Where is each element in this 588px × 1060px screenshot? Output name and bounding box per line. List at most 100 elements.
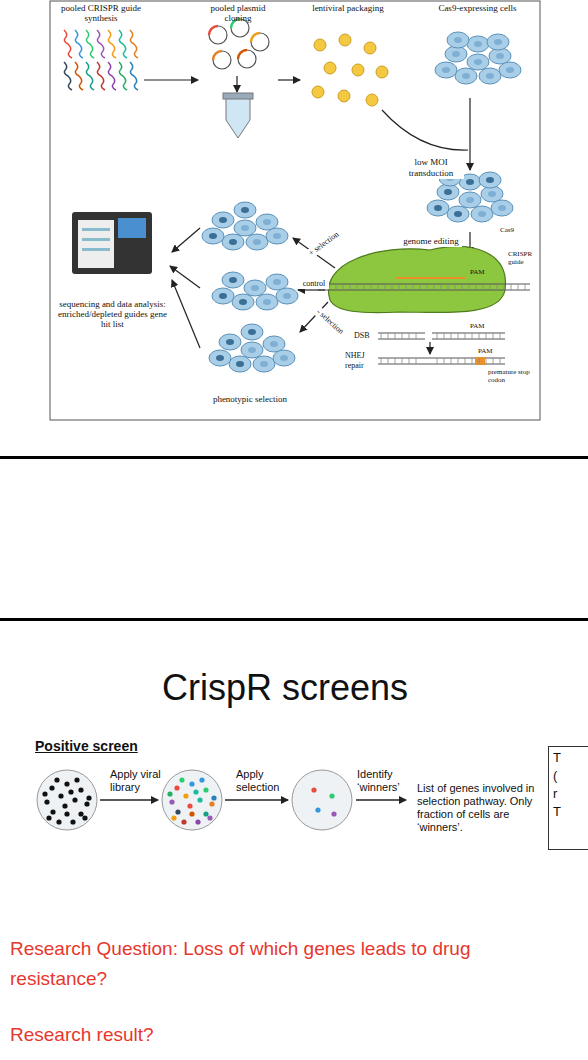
dna-rung <box>500 333 501 339</box>
guide-strand <box>75 62 83 90</box>
cell <box>234 220 256 236</box>
step-caption: pooled CRISPR guide synthesis <box>60 3 142 23</box>
sequencer-slot <box>82 248 110 251</box>
nucleus <box>239 299 247 305</box>
cropped-text: ( <box>553 767 588 785</box>
dna-rung <box>490 284 491 290</box>
cell-dot <box>74 777 79 782</box>
dna-rung <box>395 333 396 339</box>
plasmid-insert <box>251 33 260 42</box>
cell <box>212 212 234 228</box>
nucleus <box>229 277 237 283</box>
nucleus <box>219 217 227 223</box>
dna-rung <box>493 358 494 364</box>
divider-bar <box>0 618 588 621</box>
cell <box>487 34 509 50</box>
cell <box>256 214 278 230</box>
connector <box>144 79 198 80</box>
step-panel: pooled plasmid cloning <box>198 2 278 140</box>
cell-dot <box>84 801 89 806</box>
cell-dot <box>311 787 316 792</box>
cell <box>447 206 469 222</box>
nucleus <box>251 285 259 291</box>
nucleus <box>506 67 514 73</box>
cell <box>479 68 501 84</box>
cell <box>241 342 263 358</box>
connector <box>170 266 200 288</box>
dna-rung <box>357 284 358 290</box>
cropped-text: r <box>553 785 588 803</box>
nucleus <box>216 355 224 361</box>
cell-dot <box>174 785 179 790</box>
nucleus <box>494 39 502 45</box>
dna-rung <box>486 358 487 364</box>
nucleus <box>236 361 244 367</box>
cropped-box: T(rT <box>548 746 588 850</box>
nucleus <box>444 189 452 195</box>
dna-rung <box>402 358 403 364</box>
cell <box>241 324 263 340</box>
cell-dot <box>72 797 77 802</box>
nucleus <box>219 293 227 299</box>
nucleus <box>226 339 234 345</box>
cell-dot <box>209 801 214 806</box>
petri-dish <box>162 770 222 830</box>
nucleus <box>248 347 256 353</box>
sequencer-slot <box>82 238 110 241</box>
tube-cap <box>223 93 253 99</box>
nucleus <box>253 239 261 245</box>
dna-rung <box>448 284 449 290</box>
cell <box>202 228 224 244</box>
dna-strand <box>432 333 505 334</box>
arrow <box>298 289 325 290</box>
nucleus <box>454 211 462 217</box>
cropped-text: T <box>553 749 588 767</box>
cell-dot <box>181 819 186 824</box>
note-text: List of genes involved in selection path… <box>417 782 543 834</box>
arrow <box>100 799 158 801</box>
cell <box>232 294 254 310</box>
cell <box>263 336 285 352</box>
cell <box>219 334 241 350</box>
guide-strand <box>64 62 72 90</box>
connector <box>278 79 300 80</box>
cell-dot <box>70 819 75 824</box>
dna-rung <box>476 284 477 290</box>
dna-rung <box>479 358 480 364</box>
step-caption: Cas9-expressing cells <box>417 3 538 13</box>
arrow <box>225 799 288 801</box>
dna-rung <box>406 284 407 290</box>
nucleus <box>452 51 460 57</box>
dna-rung <box>392 284 393 290</box>
cell-dot <box>56 819 61 824</box>
dna-rung <box>427 284 428 290</box>
step-panel: Cas9-expressing cells <box>415 2 540 96</box>
cell-dot <box>82 815 87 820</box>
cell-dot <box>329 793 334 798</box>
dna-rung <box>343 284 344 290</box>
dna-rung <box>416 333 417 339</box>
nucleus <box>273 279 281 285</box>
dna-rung <box>381 358 382 364</box>
part-label: PAM <box>478 347 498 355</box>
cell-dot <box>189 781 194 786</box>
dna-rung <box>402 333 403 339</box>
cell-dot <box>207 815 212 820</box>
guide-strand <box>130 62 138 90</box>
part-label: NHEJ repair <box>345 351 375 371</box>
cell <box>256 294 278 310</box>
arrow <box>382 110 468 150</box>
dna-rung <box>465 333 466 339</box>
dna-rung <box>455 284 456 290</box>
cell-dot <box>62 803 67 808</box>
dna-rung <box>371 284 372 290</box>
dna-rung <box>437 333 438 339</box>
virus <box>366 94 378 106</box>
nucleus <box>496 53 504 59</box>
cell <box>491 200 513 216</box>
virus <box>338 90 350 102</box>
guide-strand <box>130 30 138 58</box>
part-label: DSB <box>354 331 376 341</box>
petri-dish <box>292 770 352 830</box>
cell <box>212 288 234 304</box>
